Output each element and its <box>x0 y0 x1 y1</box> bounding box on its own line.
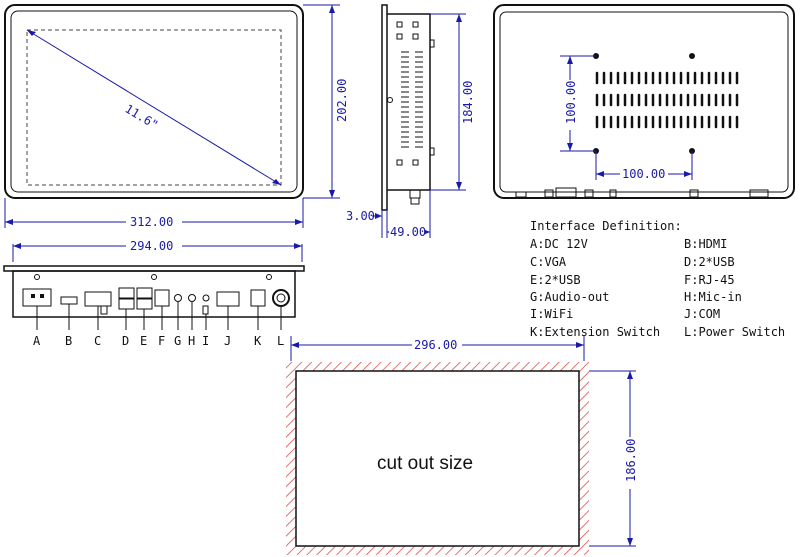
interface-item: B:HDMI <box>684 237 727 251</box>
bottom-width-dimension: 294.00 <box>12 238 303 262</box>
interface-item: F:RJ-45 <box>684 273 735 287</box>
interface-item: L:Power Switch <box>684 325 785 339</box>
port-letter-j: J <box>224 334 231 348</box>
cutout-width-dimension: 296.00 <box>290 336 585 361</box>
vesa-vertical-label: 100.00 <box>564 81 578 124</box>
side-depth-dimension: 49.00 <box>387 190 431 239</box>
interface-item: D:2*USB <box>684 255 735 269</box>
port-letter-b: B <box>65 334 72 348</box>
bottom-view <box>3 265 305 318</box>
side-depth-label: 49.00 <box>390 225 426 239</box>
interface-item: K:Extension Switch <box>530 325 660 339</box>
port-letter-g: G <box>174 334 181 348</box>
front-view: 11.6" <box>4 4 304 199</box>
interface-item: C:VGA <box>530 255 567 269</box>
port-leaders <box>36 302 282 330</box>
port-letter-a: A <box>33 334 41 348</box>
vesa-vertical-dimension: 100.00 <box>560 55 596 152</box>
interface-item: A:DC 12V <box>530 237 588 251</box>
port-letter-l: L <box>277 334 284 348</box>
diagonal-label: 11.6" <box>122 102 160 133</box>
vesa-horizontal-dimension: 100.00 <box>595 151 693 181</box>
interface-item: I:WiFi <box>530 307 573 321</box>
cutout-height-label: 186.00 <box>624 439 638 482</box>
interface-item: H:Mic-in <box>684 290 742 304</box>
front-width-dimension: 312.00 <box>4 198 304 229</box>
interface-title: Interface Definition: <box>530 219 682 233</box>
front-height-dimension: 202.00 <box>303 4 349 199</box>
port-letter-f: F <box>158 334 165 348</box>
side-lip-label: 3.00 <box>346 209 375 223</box>
port-letter-d: D <box>122 334 129 348</box>
port-letter-e: E <box>140 334 147 348</box>
port-letter-k: K <box>254 334 262 348</box>
rear-view <box>493 4 795 199</box>
side-view <box>381 4 435 211</box>
port-letter-h: H <box>188 334 195 348</box>
port-letter-c: C <box>94 334 101 348</box>
interface-item: G:Audio-out <box>530 290 609 304</box>
interface-definition: Interface Definition: A:DC 12V B:HDMI C:… <box>530 219 785 339</box>
side-height-label: 184.00 <box>461 81 475 124</box>
vesa-horizontal-label: 100.00 <box>622 167 665 181</box>
front-width-label: 312.00 <box>130 215 173 229</box>
side-height-dimension: 184.00 <box>430 13 475 191</box>
cutout-label: cut out size <box>377 453 473 474</box>
cutout-height-dimension: 186.00 <box>589 370 638 547</box>
bottom-width-label: 294.00 <box>130 239 173 253</box>
front-height-label: 202.00 <box>335 79 349 122</box>
side-lip-dimension: 3.00 <box>346 209 388 238</box>
port-letters: A B C D E F G H I J K L <box>33 334 284 348</box>
port-letter-i: I <box>202 334 209 348</box>
interface-item: J:COM <box>684 307 720 321</box>
cutout-width-label: 296.00 <box>414 338 457 352</box>
cutout-area: cut out size <box>286 362 589 555</box>
interface-item: E:2*USB <box>530 273 581 287</box>
